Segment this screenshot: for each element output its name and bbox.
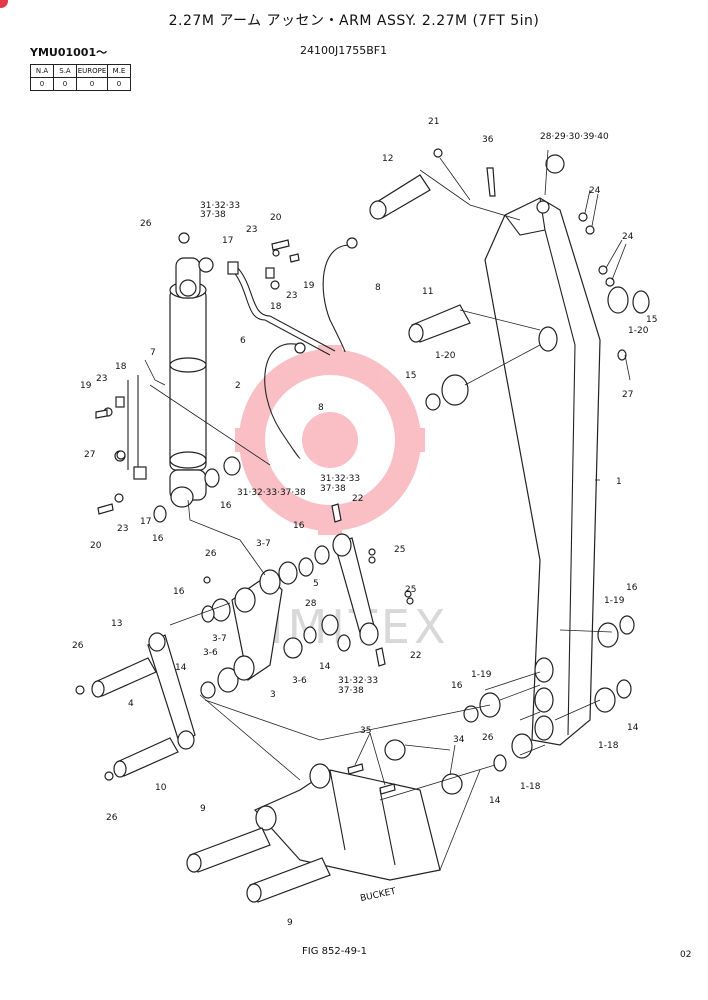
callout: 31·32·33·37·38 [237,488,306,498]
page-title: 2.27M アーム アッセン・ARM ASSY. 2.27M (7FT 5in) [168,13,540,29]
callout: 16 [626,583,638,593]
callout: 15 [646,315,657,325]
callout: 10 [155,783,167,793]
callout: 27 [84,450,95,460]
callout: 7 [150,348,156,358]
callout: BUCKET [359,887,397,904]
callout: 34 [453,735,465,745]
callout: 3-6 [292,676,307,686]
callout: 1-18 [598,741,619,751]
callout: 16 [152,534,164,544]
callout: 35 [360,726,371,736]
callout: 25 [394,545,405,555]
callout: 3-7 [212,634,227,644]
callout-labels: 21 36 28·29·30·39·40 12 24 24 26 31·32·3… [72,117,657,928]
callout: 2 [235,381,241,391]
callout: 5 [313,579,319,589]
callout: 19 [80,381,92,391]
callout: 14 [319,662,331,672]
callout: 36 [482,135,494,145]
callout: 6 [240,336,246,346]
callout: 26 [482,733,494,743]
callout: 3-6 [203,648,218,658]
callout: 8 [318,403,324,413]
callout: 31·32·33 [338,676,378,686]
callout: 18 [270,302,282,312]
callout: 1-19 [604,596,625,606]
callout: 8 [375,283,381,293]
callout: 26 [72,641,84,651]
callout: 18 [115,362,127,372]
callout: 26 [205,549,217,559]
callout: 1-20 [435,351,456,361]
callout: 14 [175,663,187,673]
bucket-bracket [186,739,463,903]
callout: 37·38 [338,686,364,696]
callout: 22 [410,651,421,661]
leader-lines [144,149,631,871]
assembly-part-number: 24100J1755BF1 [300,44,388,57]
callout: 28 [305,599,317,609]
callout: 19 [303,281,315,291]
callout: 11 [422,287,433,297]
callout: 12 [382,154,393,164]
callout: 4 [128,699,134,709]
region-value: 0 [30,77,54,91]
callout: 15 [405,371,416,381]
hoses [231,237,358,459]
callout: 16 [293,521,305,531]
callout: 24 [622,232,634,242]
callout: 3 [270,690,276,700]
page-number: 02 [680,950,692,960]
callout: 31·32·33 [200,201,240,211]
callout: 25 [405,585,416,595]
serial-range: YMU01001～ [30,46,108,59]
callout: 21 [428,117,439,127]
callout: 14 [627,723,639,733]
bucket-cylinder [169,257,207,508]
callout: 16 [220,501,232,511]
callout: 31·32·33 [320,474,360,484]
upper-pins [369,148,650,411]
callout: 13 [111,619,122,629]
callout: 14 [489,796,501,806]
callout: 3-7 [256,539,271,549]
links [201,503,414,693]
region-value: 0 [53,77,77,91]
callout: 1-18 [520,782,541,792]
callout: 16 [173,587,185,597]
callout: 37·38 [320,484,346,494]
side-link-and-pins [75,632,216,781]
callout: 1 [616,477,622,487]
callout: 20 [270,213,282,223]
arm-body [484,197,601,746]
callout: 23 [96,374,107,384]
watermark-logo [235,345,425,535]
callout: 27 [622,390,633,400]
callout: 16 [451,681,463,691]
callout: 9 [200,804,206,814]
callout: 23 [117,524,128,534]
callout: 28·29·30·39·40 [540,132,609,142]
page-corner-marker [0,0,8,8]
region-value: 0 [107,77,131,91]
callout: 9 [287,918,293,928]
callout: 37·38 [200,210,226,220]
figure-number: FIG 852-49-1 [302,946,368,957]
region-table: N.A S.A EUROPE M.E 0 0 0 0 [30,64,131,91]
callout: 23 [286,291,297,301]
callout: 22 [352,494,363,504]
callout: 17 [140,517,151,527]
callout: 23 [246,225,257,235]
callout: 1-19 [471,670,492,680]
left-hardware [95,232,300,523]
callout: 20 [90,541,102,551]
callout: 1-20 [628,326,649,336]
callout: 26 [140,219,152,229]
callout: 26 [106,813,118,823]
callout: 24 [589,186,601,196]
callout: 17 [222,236,233,246]
region-value: 0 [76,77,108,91]
